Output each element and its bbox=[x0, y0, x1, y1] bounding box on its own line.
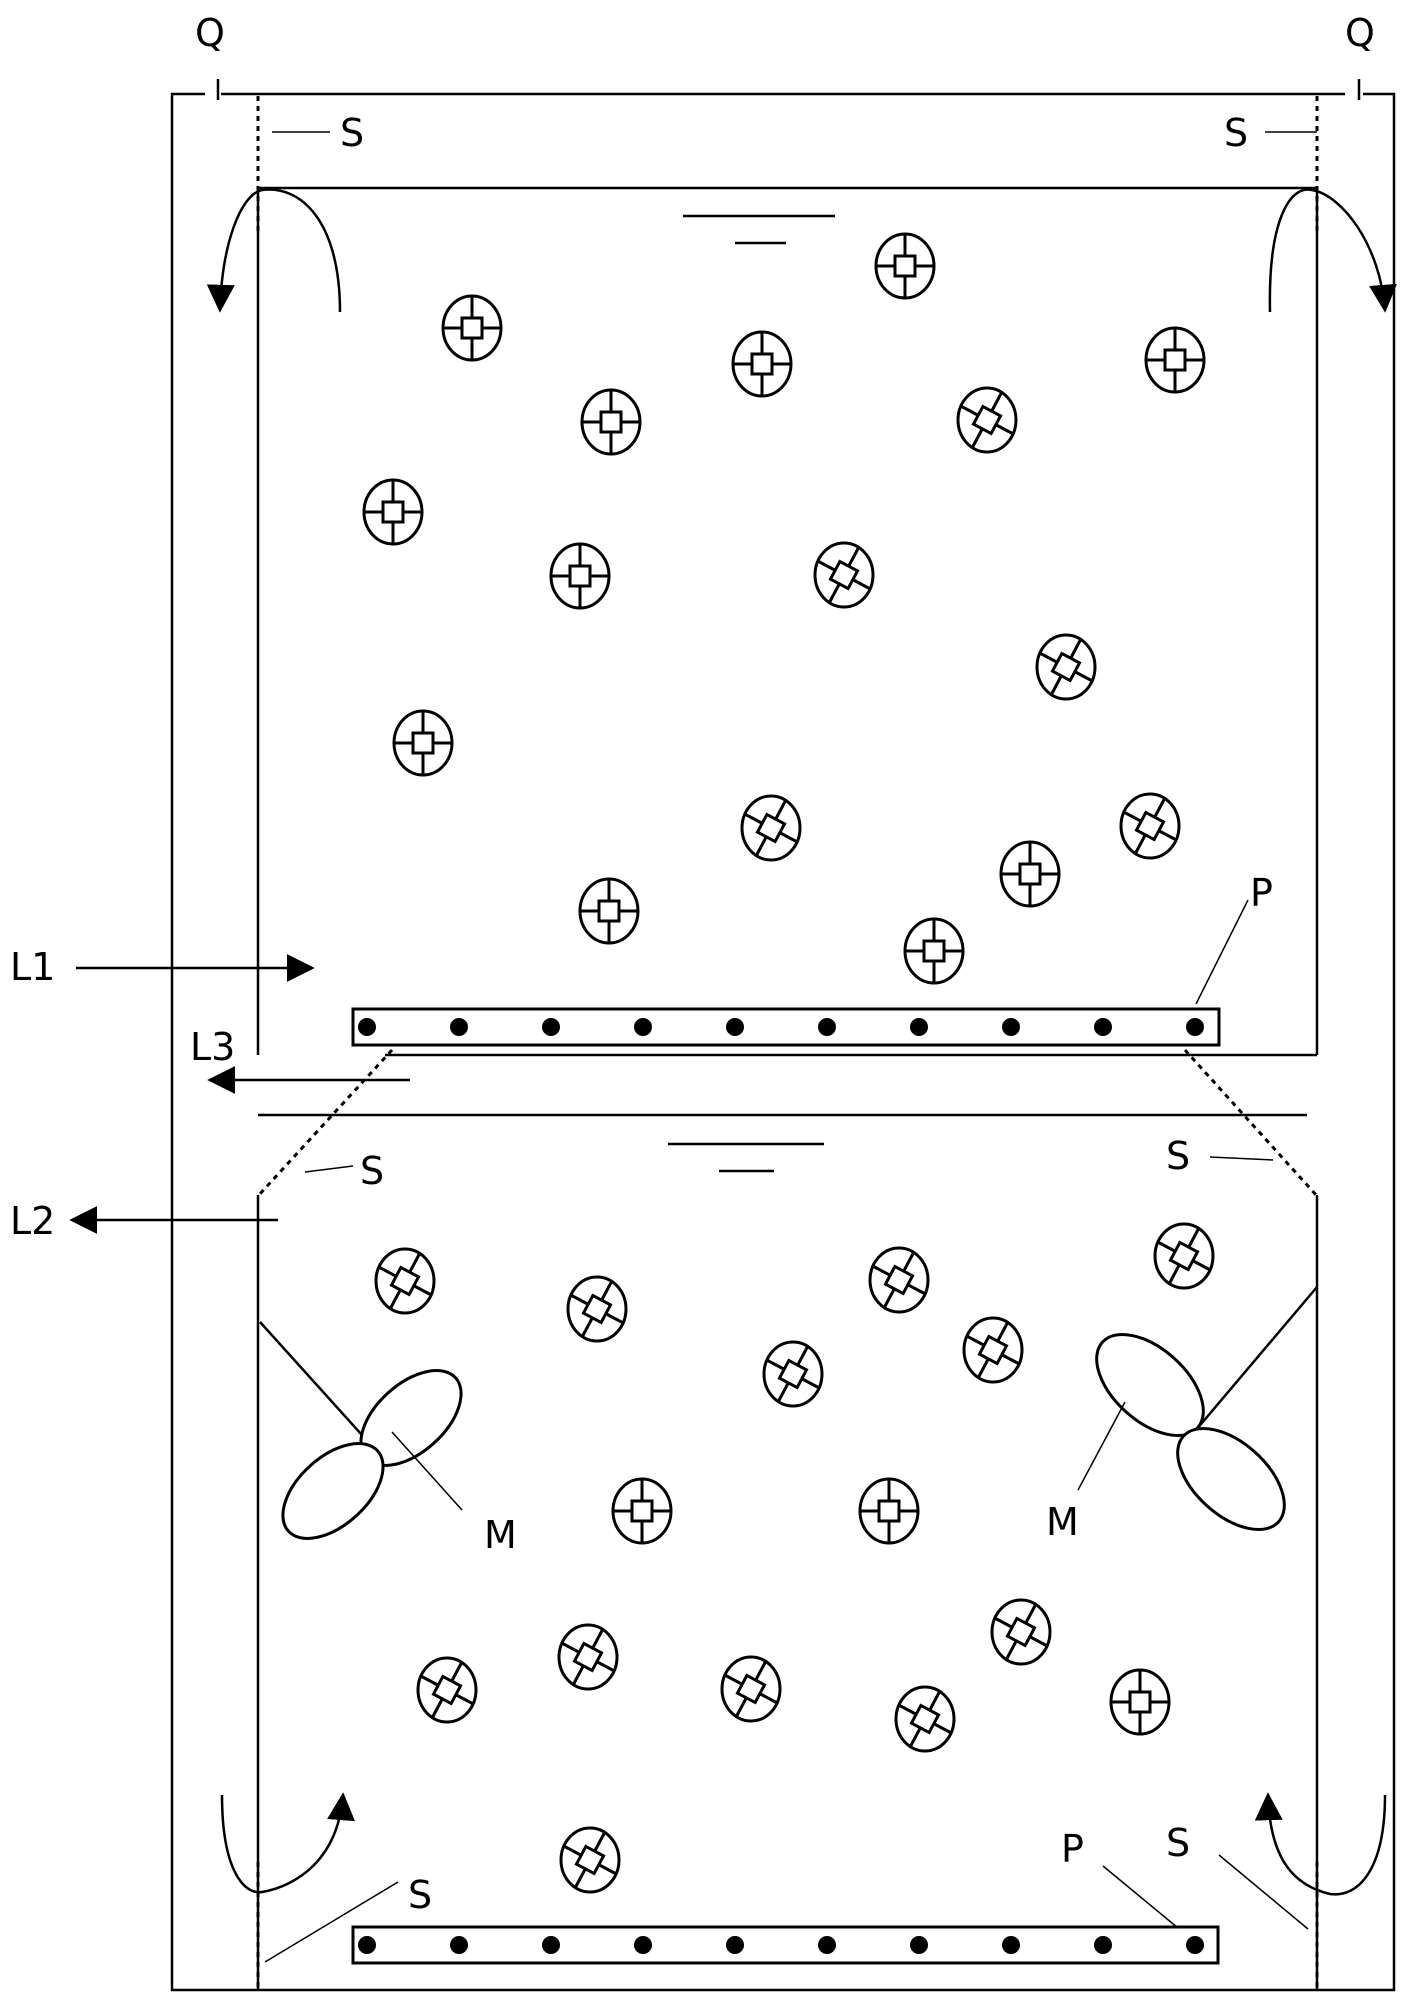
leader-lines bbox=[264, 131, 1317, 1963]
label-s-mid-left: S bbox=[360, 1149, 384, 1193]
label-p-upper: P bbox=[1250, 871, 1273, 915]
label-p-lower: P bbox=[1061, 1827, 1084, 1871]
label-s-bottom-left: S bbox=[408, 1873, 432, 1917]
label-s-top-left: S bbox=[340, 111, 364, 155]
label-s-bottom-right: S bbox=[1166, 1821, 1190, 1865]
label-m-right: M bbox=[1046, 1500, 1079, 1544]
label-m-left: M bbox=[484, 1513, 517, 1557]
aerator-lower bbox=[351, 1925, 1220, 1965]
aerator-upper bbox=[351, 1007, 1221, 1047]
labels: Q Q S S P L1 L3 S S L2 M M S P S bbox=[10, 11, 1375, 1917]
label-l3: L3 bbox=[190, 1025, 235, 1069]
water-level-upper bbox=[683, 214, 835, 245]
carriers-lower bbox=[363, 1213, 1226, 1903]
water-level-lower bbox=[668, 1142, 824, 1173]
label-s-mid-right: S bbox=[1166, 1134, 1190, 1178]
flow-arrows bbox=[69, 954, 410, 1234]
carriers-upper bbox=[362, 232, 1206, 985]
inner-walls bbox=[256, 186, 1319, 1990]
label-l2: L2 bbox=[10, 1199, 55, 1243]
outer-vessel bbox=[170, 79, 1396, 1992]
circulation-arrows bbox=[206, 188, 1398, 1896]
screens bbox=[256, 96, 1319, 1990]
mixer-left bbox=[259, 1321, 463, 1540]
label-s-top-right: S bbox=[1224, 111, 1248, 155]
label-q-left: Q bbox=[195, 11, 225, 55]
label-l1: L1 bbox=[10, 945, 55, 989]
mixer-right bbox=[1095, 1286, 1318, 1531]
label-q-right: Q bbox=[1345, 11, 1375, 55]
